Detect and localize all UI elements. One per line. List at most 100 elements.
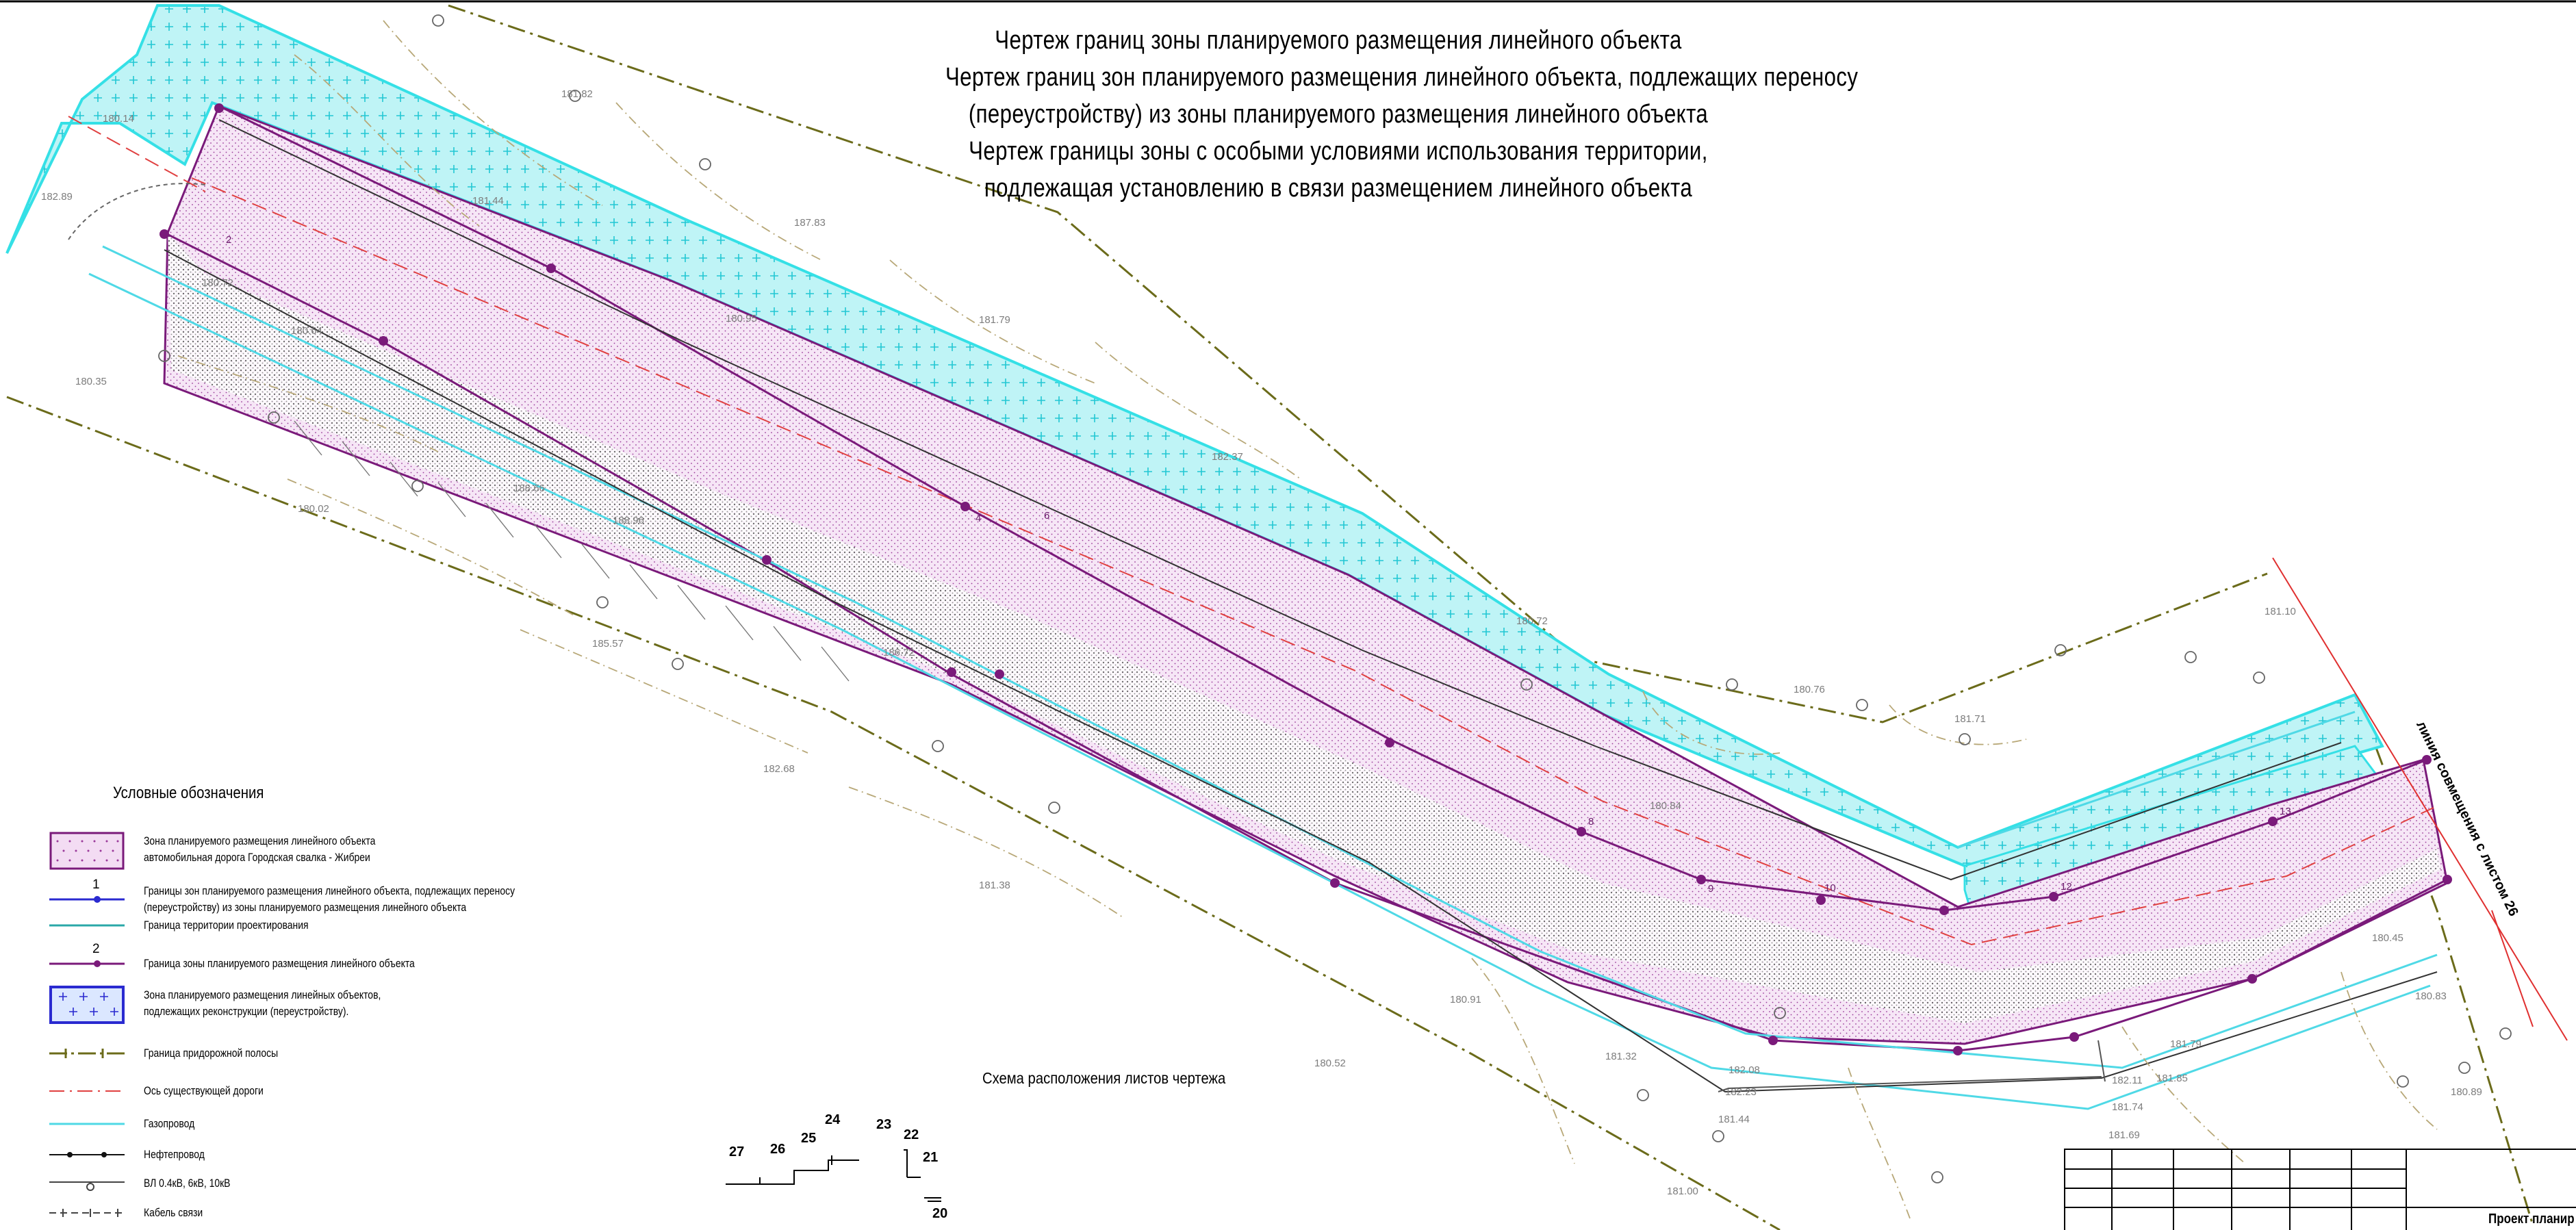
- zone-boundary-swatch: [49, 960, 125, 967]
- scheme-sheet: 21: [923, 1150, 939, 1165]
- legend-text: Граница территории проектирования: [144, 919, 309, 932]
- scheme-title: Схема расположения листов чертежа: [982, 1069, 1226, 1087]
- point-number: 12: [2061, 881, 2072, 893]
- scheme-sheet: 22: [904, 1127, 919, 1142]
- point-number: 13: [2280, 806, 2291, 817]
- elevation-label: 181.82: [561, 88, 593, 100]
- title-line-5: подлежащая установлению в связи размещен…: [984, 174, 1693, 203]
- sheet-match-line-lower: [2491, 910, 2534, 1027]
- legend-text: Газопровод: [144, 1117, 195, 1130]
- design-territory-swatch: [49, 924, 125, 927]
- elevation-label: 180.14: [103, 113, 134, 125]
- sheet-match-line: [2272, 557, 2568, 1041]
- scheme-sheet: 26: [770, 1142, 786, 1157]
- elevation-label: 181.69: [2108, 1129, 2140, 1141]
- elevation-label: 188.96: [613, 515, 644, 526]
- elevation-label: 182.89: [41, 191, 73, 203]
- legend-text: Граница зоны планируемого размещения лин…: [144, 957, 415, 970]
- point-number: 6: [1044, 510, 1049, 522]
- gas-pipeline-swatch: [49, 1123, 125, 1125]
- elevation-label: 182.11: [2112, 1075, 2143, 1086]
- elevation-label: 182.08: [1729, 1064, 1760, 1076]
- elevation-label: 180.89: [2451, 1086, 2482, 1098]
- elevation-label: 181.38: [979, 880, 1010, 891]
- zone-fill-swatch: [49, 832, 125, 870]
- point-number-labels: 2 4 6 8 9 10 12 13: [226, 234, 2291, 895]
- elevation-label: 182.23: [1725, 1086, 1757, 1098]
- point-number: 8: [1588, 816, 1594, 828]
- comm-cable-swatch: [49, 1209, 125, 1217]
- point-number: 4: [975, 513, 981, 524]
- roadside-strip-swatch: [49, 1049, 125, 1058]
- legend-text: автомобильная дорога Городская свалка - …: [144, 851, 370, 864]
- scheme-sheet: 27: [729, 1144, 745, 1159]
- elevation-label: 182.37: [1212, 451, 1243, 463]
- elevation-label: 180.35: [75, 376, 107, 387]
- elevation-label: 181.44: [472, 195, 504, 207]
- legend-text: Ось существующей дороги: [144, 1084, 264, 1097]
- elevation-label: 180.84: [1650, 800, 1681, 812]
- scheme-sheet: 23: [876, 1117, 892, 1132]
- elevation-label: 180.83: [2415, 990, 2447, 1002]
- elevation-label: 181.79: [979, 314, 1010, 326]
- relocation-line-swatch: [49, 896, 125, 903]
- elevation-label: 181.10: [2265, 606, 2296, 617]
- stamp-grid: [2064, 1149, 2576, 1230]
- sheet-layout-scheme: Схема расположения листов чертежа 27 26 …: [719, 1069, 1225, 1225]
- scheme-sheet: 20: [932, 1206, 948, 1221]
- elevation-label: 181.79: [2170, 1038, 2202, 1050]
- elevation-label: 180.91: [1450, 994, 1481, 1005]
- boundary-points: [160, 103, 2452, 1055]
- drawing-title-block: Чертеж границ зоны планируемого размещен…: [859, 22, 1859, 207]
- elevation-label: 181.71: [1954, 713, 1986, 725]
- reconstruction-zone-swatch: [49, 986, 125, 1024]
- road-axis-swatch: [49, 1090, 125, 1092]
- elevation-label: 180.72: [202, 277, 233, 289]
- zone-boundary-lines: [164, 105, 2448, 1052]
- elevation-label: 186.72: [883, 647, 915, 658]
- point-number: 10: [1824, 882, 1836, 894]
- legend-text: Границы зон планируемого размещения лине…: [144, 884, 515, 897]
- elevation-labels: 180.14 182.89 180.72 181.82 181.44 187.8…: [41, 88, 2482, 1197]
- legend-text: Кабель связи: [144, 1206, 203, 1219]
- elevation-label: 181.32: [1605, 1051, 1637, 1062]
- title-stamp: Проект планир: [2064, 1149, 2576, 1230]
- title-line-4: Чертеж границы зоны с особыми условиями …: [969, 137, 1708, 166]
- elevation-label: 188.66: [513, 483, 545, 494]
- legend-text: подлежащих реконструкции (переустройству…: [144, 1005, 349, 1018]
- title-line-1: Чертеж границ зоны планируемого размещен…: [995, 26, 1682, 55]
- elevation-label: 180.52: [1314, 1058, 1346, 1069]
- scheme-lines: [726, 1149, 941, 1202]
- legend-text: (переустройству) из зоны планируемого ра…: [144, 901, 467, 914]
- elevation-label: 181.00: [1667, 1186, 1698, 1197]
- contour-lines: [177, 20, 2438, 1219]
- elevation-label: 180.45: [2372, 932, 2403, 944]
- slope-hatching: [294, 420, 850, 682]
- scheme-sheet: 24: [825, 1112, 841, 1127]
- design-territory-lines: [164, 119, 2438, 1093]
- stamp-project-label: Проект планир: [2488, 1212, 2575, 1227]
- elevation-label: 180.95: [726, 313, 757, 324]
- elevation-label: 180.76: [1794, 684, 1825, 695]
- point-number: 9: [1708, 883, 1713, 895]
- oil-pipeline-swatch: [49, 1152, 125, 1157]
- embankment-band: [168, 233, 2440, 1023]
- elevation-label: 185.57: [592, 638, 624, 650]
- legend-title: Условные обозначения: [113, 784, 264, 802]
- elevation-label: 180.64: [291, 325, 322, 337]
- elevation-label: 180.72: [1516, 615, 1548, 627]
- tree-symbols: [158, 14, 2512, 1183]
- legend-text: ВЛ 0.4кВ, 6кВ, 10кВ: [144, 1177, 231, 1190]
- title-line-2: Чертеж границ зон планируемого размещени…: [945, 63, 1859, 92]
- legend-text: Зона планируемого размещения линейных об…: [144, 988, 381, 1001]
- legend-text: Нефтепровод: [144, 1148, 205, 1161]
- elevation-label: 180.02: [298, 503, 329, 515]
- road-start-arc: [68, 183, 206, 240]
- elevation-label: 182.68: [763, 763, 795, 775]
- legend-point-number: 2: [92, 942, 100, 956]
- power-line-segments: [1718, 1040, 2106, 1092]
- legend-point-number: 1: [92, 877, 100, 892]
- legend-text: Граница придорожной полосы: [144, 1047, 279, 1060]
- power-line-swatch: [49, 1181, 125, 1191]
